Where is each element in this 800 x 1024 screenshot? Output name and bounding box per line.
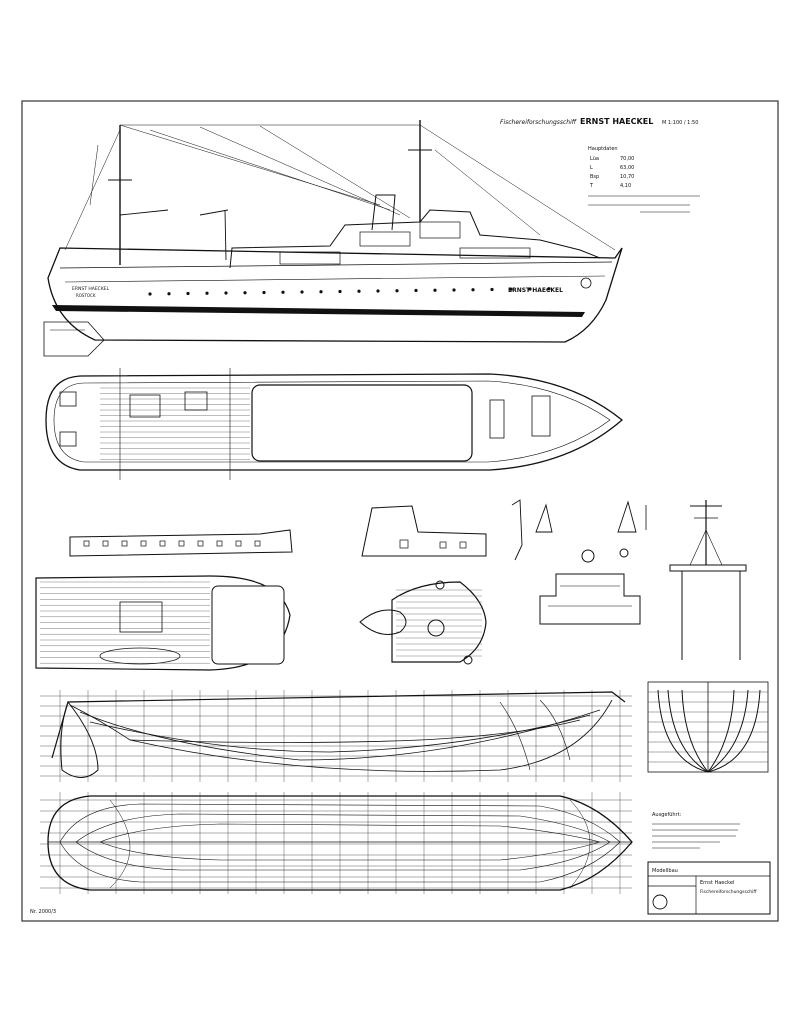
- window: [235, 540, 242, 547]
- hull-outline: [47, 247, 623, 343]
- porthole: [528, 287, 532, 291]
- window: [254, 540, 261, 547]
- porthole: [300, 290, 304, 294]
- porthole: [148, 292, 152, 296]
- porthole: [338, 289, 342, 294]
- deck-plan: [45, 368, 624, 480]
- stamp-line1: Modellbau: [652, 868, 678, 874]
- legend-label: L: [590, 165, 593, 171]
- legend-title: Hauptdaten: [588, 146, 618, 152]
- deck-planking: [100, 387, 250, 460]
- porthole: [319, 290, 323, 294]
- title-stamp: Modellbau Ernst Haeckel Fischereiforschu…: [647, 861, 771, 915]
- legend-label: Bsp: [590, 174, 599, 180]
- notes-block: Ausgeführt:: [652, 812, 740, 849]
- porthole: [186, 291, 190, 296]
- legend-value: 70,00: [620, 156, 634, 162]
- side-elevation: ERNST HAECKEL ERNST HAECKEL ROSTOCK: [43, 120, 623, 357]
- ventilator-detail: [511, 499, 523, 561]
- notes-title: Ausgeführt:: [652, 812, 682, 818]
- portholes: [148, 287, 551, 296]
- body-plan: [647, 681, 769, 773]
- porthole: [243, 291, 247, 295]
- window: [102, 540, 109, 547]
- hull-name-stern: ERNST HAECKEL: [72, 286, 110, 292]
- funnel: [371, 194, 396, 231]
- forecastle-plan: [391, 581, 487, 663]
- sheet-number: Nr. 2000/3: [30, 909, 56, 915]
- porthole: [471, 288, 475, 292]
- porthole: [357, 289, 361, 293]
- window: [83, 540, 90, 547]
- porthole: [376, 289, 380, 293]
- legend-label: Lüa: [590, 156, 599, 162]
- porthole: [433, 288, 437, 292]
- sheet-border: [21, 100, 779, 922]
- cargo-hatch: [251, 384, 473, 462]
- bridge-superstructure: [229, 209, 601, 269]
- porthole: [395, 289, 399, 293]
- window: [216, 540, 223, 547]
- porthole: [414, 288, 418, 293]
- legend-label: T: [589, 183, 594, 189]
- legend-value: 4,10: [620, 183, 631, 189]
- porthole: [509, 287, 513, 291]
- stamp-line3: Fischereiforschungsschiff: [700, 889, 757, 895]
- porthole: [490, 287, 494, 292]
- subtitle-left: Fischereiforschungsschiff: [500, 119, 577, 126]
- window: [178, 540, 185, 547]
- window: [121, 540, 128, 547]
- deck-outline: [45, 373, 624, 471]
- ship-name-title: ERNST HAECKEL: [580, 117, 653, 126]
- window: [140, 540, 147, 547]
- porthole: [281, 290, 285, 294]
- mast-detail: [669, 500, 747, 660]
- scale-label: M 1:100 / 1:50: [662, 120, 698, 126]
- lines-plan-halfbreadth: [40, 792, 633, 894]
- window: [197, 540, 204, 547]
- legend-value: 10,70: [620, 174, 634, 180]
- porthole: [205, 291, 209, 295]
- porthole: [547, 287, 551, 291]
- porthole: [452, 288, 456, 292]
- deckhouse-elevation: [69, 529, 293, 557]
- porthole: [167, 292, 171, 296]
- window: [159, 540, 166, 547]
- porthole: [224, 291, 228, 295]
- funnel-detail: [361, 505, 487, 557]
- stern-detail: [43, 321, 105, 357]
- porthole: [262, 290, 266, 295]
- legend-value: 63,00: [620, 165, 634, 171]
- aft-deckhouse-plan: [35, 575, 291, 671]
- aft-hatch: [211, 585, 285, 665]
- detail-views: [35, 499, 747, 671]
- bulkhead-detail: [539, 573, 641, 625]
- hull-port-stern: ROSTOCK: [76, 293, 96, 298]
- hull-name-bow: ERNST HAECKEL: [508, 287, 563, 294]
- stamp-line2: Ernst Haeckel: [700, 880, 734, 886]
- lines-plan-profile: [40, 690, 632, 782]
- boot-top-band: [52, 305, 585, 317]
